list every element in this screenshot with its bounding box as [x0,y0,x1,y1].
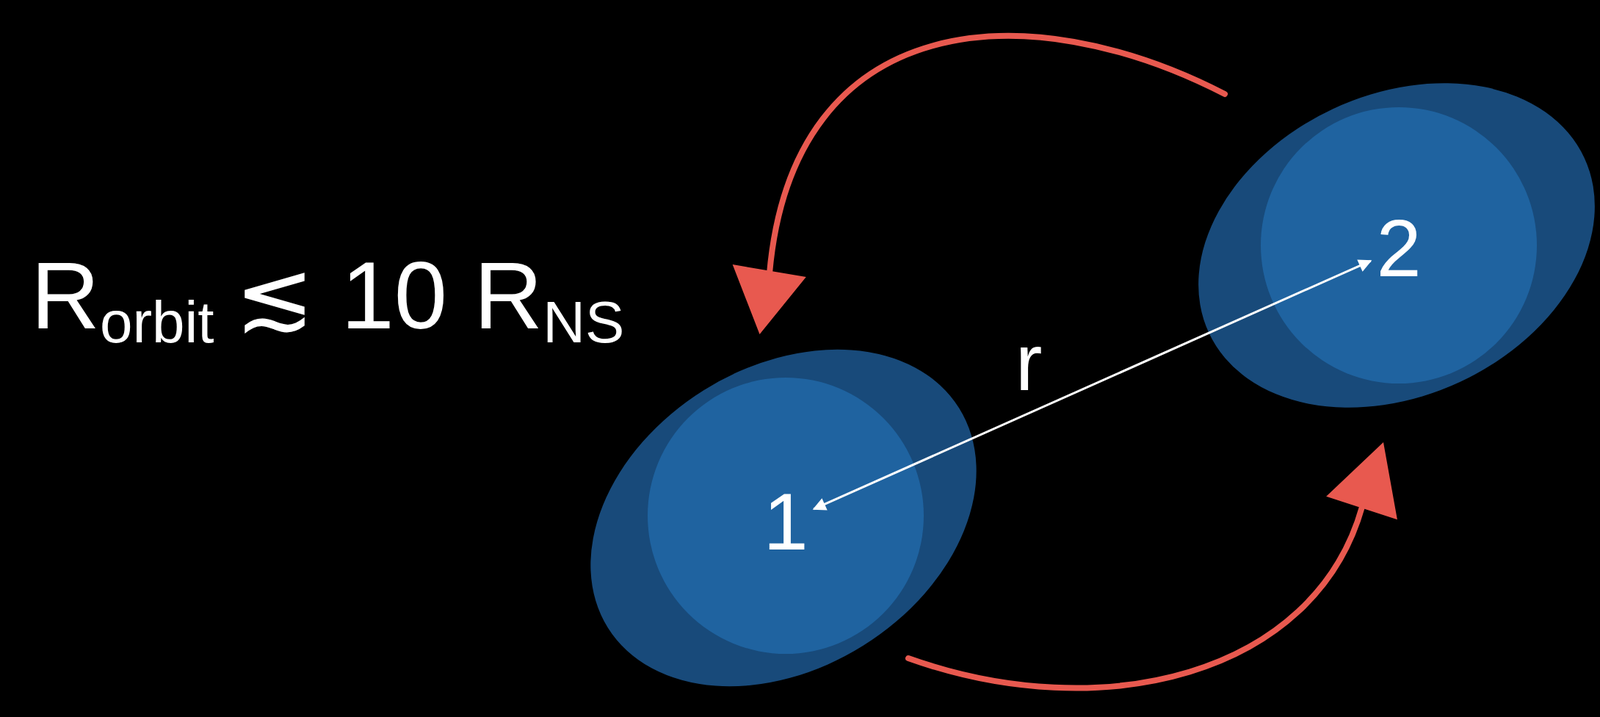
orbit-arrow [908,506,1363,689]
subscript-text: NS [542,289,625,355]
star-label-box: 1 [759,480,811,562]
arrow-head [734,265,805,332]
orbit-arrow [769,35,1225,274]
star-number: 2 [1376,207,1421,289]
formula-text: R [30,241,100,349]
subscript-text: orbit [99,289,215,355]
star-core [647,377,924,654]
orbit-formula: Rorbit≲ 10 RNS [30,247,625,352]
star-label-box: 2 [1373,207,1424,289]
separation-arrow [813,260,1371,509]
star-one [527,280,1040,717]
tidal-bulge [527,280,1040,717]
distance-label: r [1015,321,1043,403]
formula-text: ≲ 10 R [234,241,544,349]
orbit-arrows [734,35,1396,689]
star-core [1260,107,1537,384]
star-number: 1 [762,480,808,562]
arrow-head [1328,444,1396,518]
